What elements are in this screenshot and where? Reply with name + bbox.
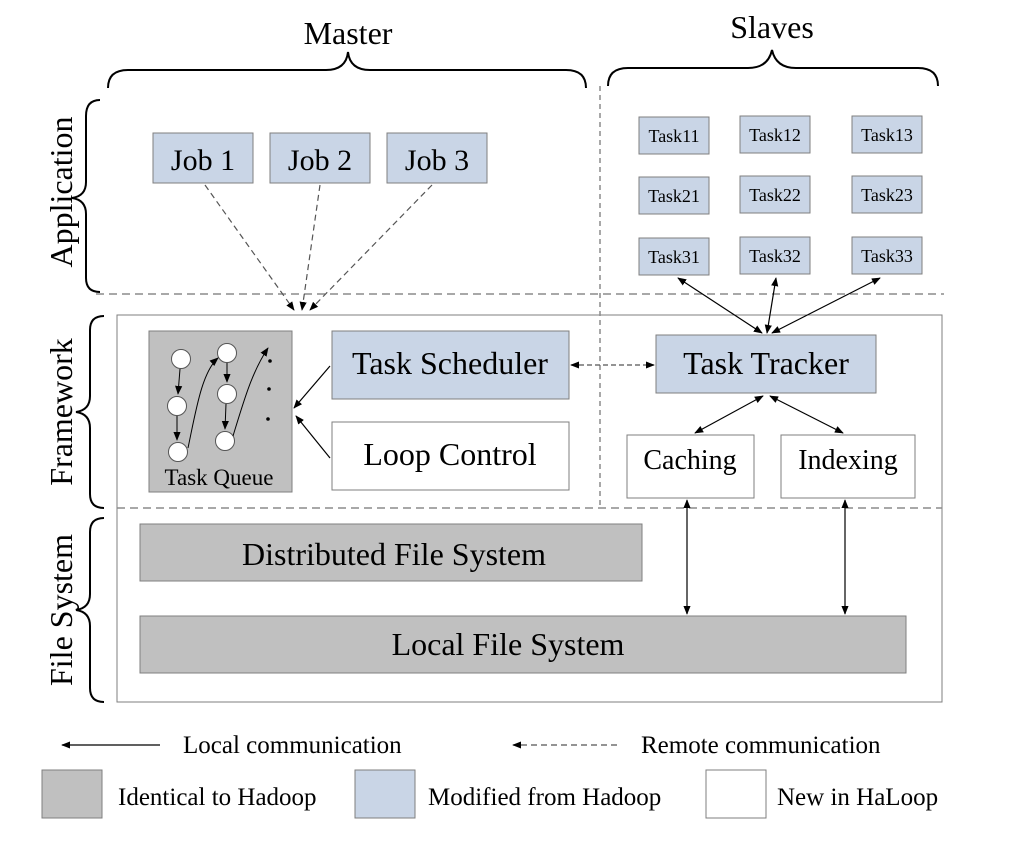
legend-modified-label: Modified from Hadoop: [428, 784, 661, 811]
legend-remote-label: Remote communication: [641, 732, 881, 759]
queue-ellipsis-dot: [266, 417, 270, 421]
framework-label: Framework: [43, 338, 79, 486]
task-23-label: Task23: [861, 185, 913, 205]
task-32-label: Task32: [749, 246, 801, 266]
file-system-label: File System: [43, 534, 79, 686]
task-13-box: [851, 115, 923, 154]
legend-modified-swatch: [354, 769, 416, 819]
legend-local-label: Local communication: [183, 732, 402, 759]
queue-node: [217, 384, 237, 404]
loop-control-box: [331, 421, 570, 491]
slaves-heading: Slaves: [730, 9, 814, 45]
caching-box: [626, 434, 755, 499]
task-scheduler-box: [331, 330, 570, 400]
queue-node: [217, 343, 237, 363]
slaves-brace: [607, 49, 939, 87]
queue-node: [168, 442, 188, 462]
master-brace: [107, 51, 587, 89]
job-2-arrow: [299, 184, 321, 311]
queue-node: [171, 349, 191, 369]
task-12-box: [739, 115, 811, 154]
task-21-label: Task21: [648, 186, 700, 206]
job-3-arrow: [309, 184, 433, 311]
queue-edge: [175, 368, 183, 395]
scheduler-queue-arrow: [293, 365, 331, 409]
task-33-label: Task33: [861, 246, 913, 266]
tracker-indexing-arrow: [769, 395, 844, 434]
queue-edge: [221, 403, 229, 430]
task-22-label: Task22: [749, 185, 801, 205]
task-scheduler-label: Task Scheduler: [352, 345, 548, 381]
legend: Local communication Remote communication…: [41, 732, 938, 819]
job-1-box: [152, 132, 254, 184]
task-33-tracker-arrow: [771, 277, 881, 334]
job-1-label: Job 1: [171, 144, 235, 177]
local-fs-label: Local File System: [392, 626, 625, 662]
loop-control-queue-arrow: [295, 415, 331, 459]
framework-brace: [75, 315, 105, 509]
task-queue-label: Task Queue: [165, 465, 274, 490]
master-heading: Master: [304, 15, 393, 51]
caching-label: Caching: [643, 445, 736, 476]
local-fs-box: [139, 615, 907, 674]
task-32-tracker-arrow: [764, 277, 779, 334]
task-13-label: Task13: [861, 125, 913, 145]
task-tracker-box: [655, 334, 877, 394]
distributed-fs-box: [139, 523, 643, 582]
distributed-fs-label: Distributed File System: [242, 536, 546, 572]
legend-identical-swatch: [41, 769, 103, 819]
legend-identical-label: Identical to Hadoop: [118, 784, 317, 811]
loop-control-label: Loop Control: [363, 436, 536, 472]
legend-new-label: New in HaLoop: [777, 784, 938, 811]
legend-new-swatch: [705, 769, 767, 819]
task-queue-graph: [167, 343, 272, 462]
task-grid: Task11 Task12 Task13 Task21 Task22 Task2…: [638, 115, 923, 276]
job-1-arrow: [204, 184, 295, 311]
indexing-label: Indexing: [798, 445, 898, 476]
job-3-label: Job 3: [405, 144, 469, 177]
task-31-label: Task31: [648, 247, 700, 267]
task-31-box: [638, 237, 710, 276]
task-11-box: [638, 116, 710, 155]
task-11-label: Task11: [648, 126, 699, 146]
task-32-box: [739, 236, 811, 275]
task-21-box: [638, 176, 710, 215]
queue-ellipsis-dot: [267, 387, 271, 391]
queue-edge: [187, 357, 219, 449]
application-label: Application: [43, 116, 79, 267]
application-brace: [71, 99, 101, 293]
queue-edge: [232, 347, 269, 437]
task-31-tracker-arrow: [677, 277, 763, 334]
file-system-brace: [75, 517, 105, 703]
job-2-box: [269, 132, 371, 184]
task-tracker-label: Task Tracker: [683, 345, 849, 381]
task-12-label: Task12: [749, 125, 801, 145]
indexing-box: [780, 434, 916, 499]
tracker-caching-arrow: [694, 395, 764, 434]
job-3-box: [386, 132, 488, 184]
task-33-box: [851, 236, 923, 275]
queue-ellipsis-dot: [268, 359, 272, 363]
task-23-box: [851, 175, 923, 214]
task-22-box: [739, 175, 811, 214]
queue-node: [215, 431, 235, 451]
job-2-label: Job 2: [288, 144, 352, 177]
queue-node: [167, 396, 187, 416]
